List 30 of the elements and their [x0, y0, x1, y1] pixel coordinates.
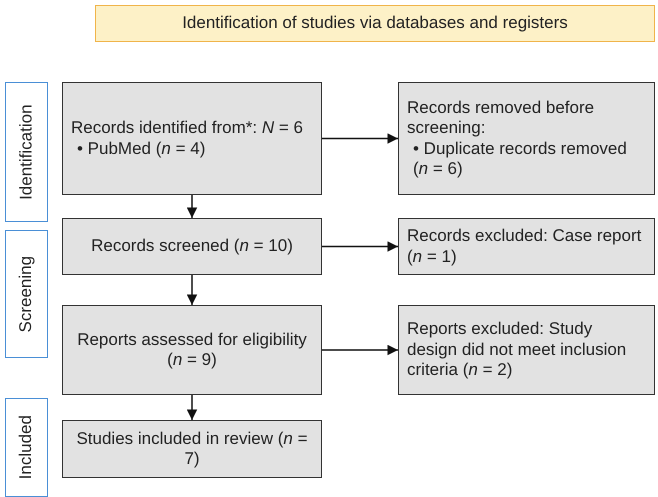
list-item: • PubMed (n = 4)	[76, 138, 206, 159]
arrow	[322, 241, 398, 252]
process-box	[62, 420, 322, 478]
heading: Identification of studies via databases and registers	[182, 13, 568, 34]
stage-name: Identification	[16, 104, 36, 200]
stage-name: Screening	[16, 256, 36, 332]
box-text: Records removed before screening:	[407, 98, 596, 138]
stage-label	[5, 82, 48, 222]
process-box	[62, 218, 322, 275]
title-band	[95, 5, 655, 42]
box-text: Records screened (n = 10)	[90, 236, 294, 257]
arrow	[322, 133, 398, 144]
box-text: Reports excluded: Study design did not meet inclusion criteria (n = 2)	[407, 319, 628, 381]
box-text: Studies included in review (n = 7)	[75, 428, 309, 470]
arrow	[322, 344, 398, 356]
process-box	[398, 82, 655, 195]
arrow	[186, 195, 198, 218]
stage-label	[5, 398, 48, 497]
arrow	[186, 395, 198, 420]
process-box	[62, 82, 322, 195]
stage-label	[5, 230, 48, 358]
process-box	[62, 305, 322, 395]
box-text: Records excluded: Case report (n = 1)	[407, 226, 642, 267]
box-text: Reports assessed for eligibility (n = 9)	[76, 330, 308, 370]
process-box	[398, 218, 655, 275]
arrow	[186, 275, 198, 305]
list-item: • Duplicate records removed (n = 6)	[412, 138, 628, 180]
box-text: Records identified from*: N = 6	[71, 118, 304, 138]
stage-name: Included	[16, 415, 36, 480]
process-box	[398, 305, 655, 395]
